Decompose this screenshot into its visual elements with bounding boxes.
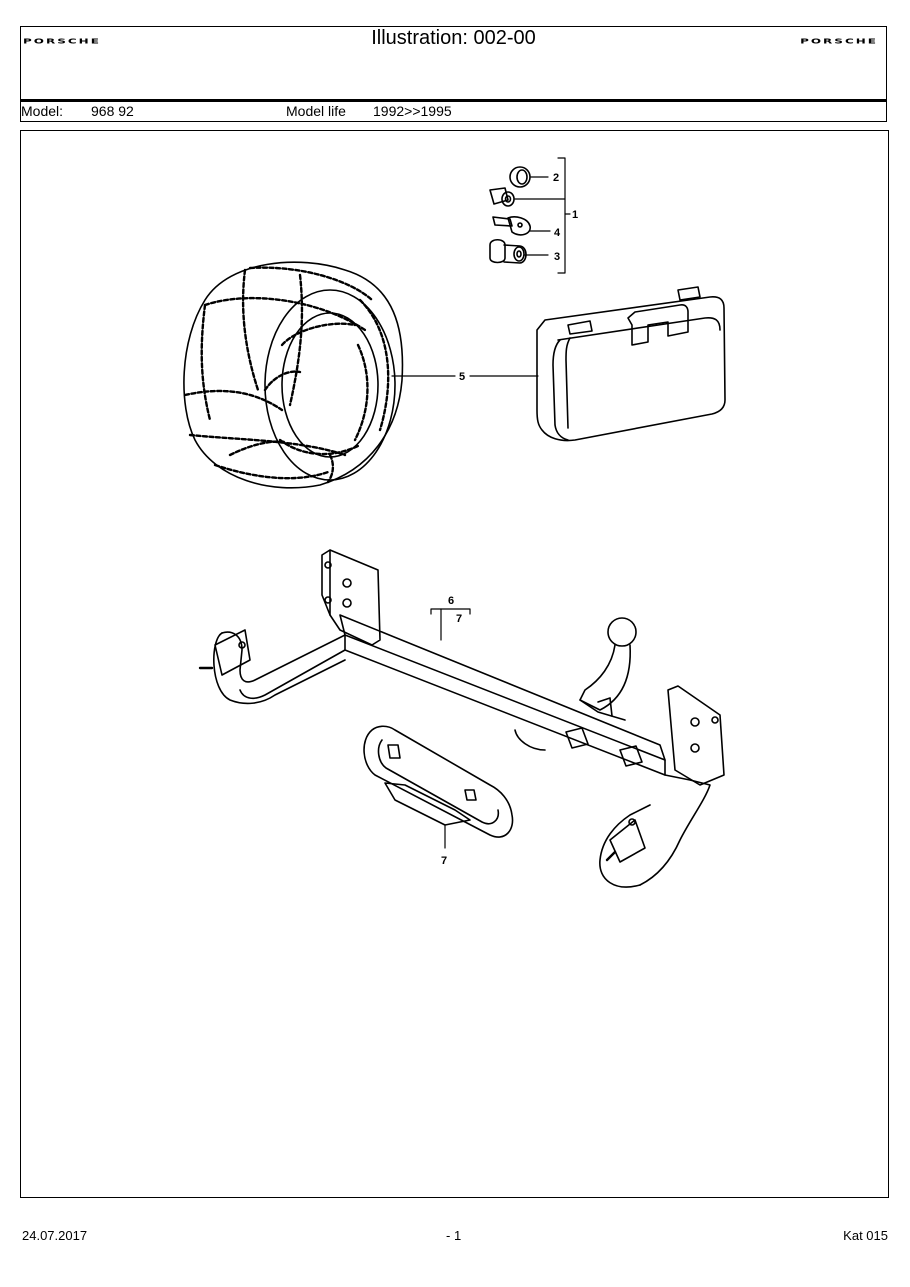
callout-3: 3 xyxy=(554,251,560,263)
footer-date: 24.07.2017 xyxy=(22,1228,88,1243)
callout-5: 5 xyxy=(459,371,465,383)
model-life-label: Model life xyxy=(286,103,346,119)
callout-7-top: 7 xyxy=(456,613,462,625)
model-row: Model: 968 92 Model life 1992>>1995 xyxy=(21,102,886,122)
callout-1: 1 xyxy=(572,209,578,221)
lock-cap-icon xyxy=(509,166,531,188)
header-box: PORSCHE Illustration: 002-00 PORSCHE Mod… xyxy=(20,26,887,122)
lock-cylinder-icon xyxy=(489,187,515,207)
page-title: Illustration: 002-00 xyxy=(371,27,536,49)
model-label: Model: xyxy=(21,103,64,119)
illustration-frame xyxy=(20,130,889,1198)
chain-case-icon xyxy=(536,286,726,442)
snow-chain-icon xyxy=(183,261,404,489)
tow-bar-icon xyxy=(198,549,725,888)
key-icon xyxy=(492,216,531,236)
hitch-cover-plate-icon xyxy=(363,725,514,838)
callout-6: 6 xyxy=(448,595,454,607)
footer-page-number: - 1 xyxy=(446,1228,462,1243)
header-rule xyxy=(21,99,886,102)
model-value: 968 92 xyxy=(91,103,134,119)
footer-catalog: Kat 015 xyxy=(843,1228,888,1243)
callout-2: 2 xyxy=(553,172,559,184)
lock-set-leaders xyxy=(514,157,571,274)
lock-nut-icon xyxy=(489,238,527,264)
callout-4: 4 xyxy=(554,227,561,239)
porsche-logo-left: PORSCHE xyxy=(23,37,101,46)
tow-bar-leaders xyxy=(430,608,471,641)
model-life-value: 1992>>1995 xyxy=(373,103,452,119)
callout-7-bottom: 7 xyxy=(441,855,447,867)
porsche-logo-right: PORSCHE xyxy=(800,37,878,46)
